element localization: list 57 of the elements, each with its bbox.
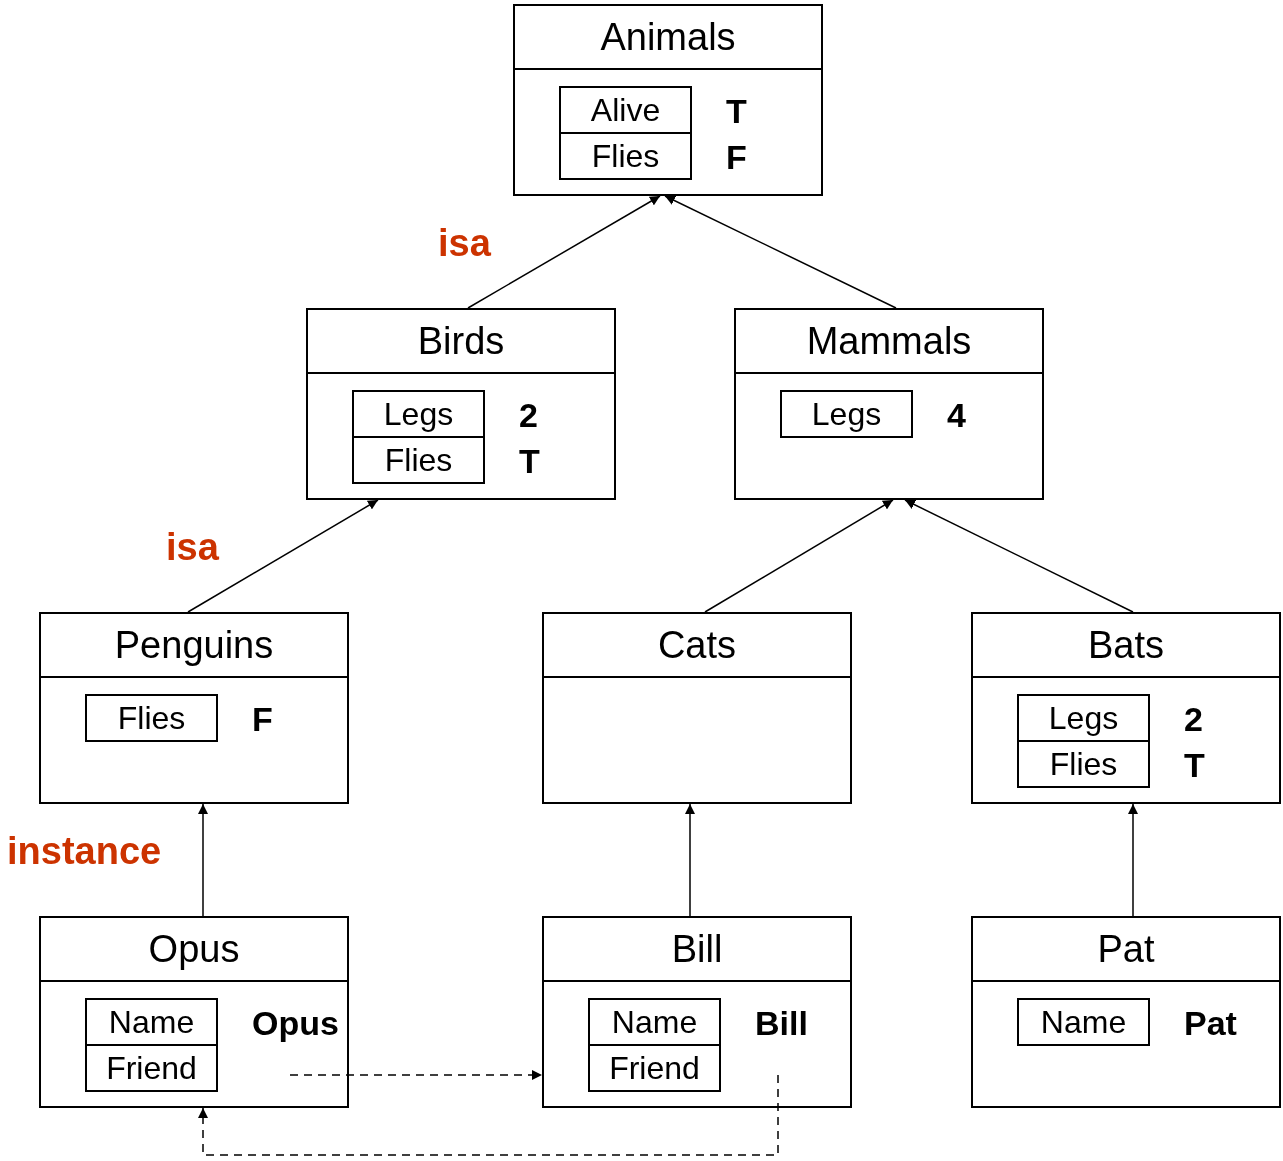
arrow xyxy=(685,803,695,917)
frame-title: Penguins xyxy=(114,626,274,664)
dashed-arrow xyxy=(198,1074,779,1156)
slot-value: F xyxy=(252,702,273,736)
frame-title: Pat xyxy=(1097,930,1155,968)
slot-value: 2 xyxy=(1184,702,1203,736)
arrow xyxy=(1128,803,1138,917)
slot-name: Legs xyxy=(383,398,454,430)
slot-name: Flies xyxy=(591,140,660,172)
slot-value: Bill xyxy=(755,1006,808,1040)
slot-value: 4 xyxy=(947,398,966,432)
frame-title: Cats xyxy=(657,626,737,664)
slot-value: T xyxy=(519,444,540,478)
slot-box xyxy=(588,1044,721,1092)
frame-title: Birds xyxy=(417,322,505,360)
slot-name: Name xyxy=(1040,1006,1127,1038)
frame-title: Opus xyxy=(148,930,240,968)
slot-value: Pat xyxy=(1184,1006,1237,1040)
edge-label: isa xyxy=(166,528,219,566)
slot-name: Legs xyxy=(811,398,882,430)
edge-label: instance xyxy=(7,832,162,870)
frame-box xyxy=(306,308,616,500)
slot-value: Opus xyxy=(252,1006,339,1040)
frame-box xyxy=(39,612,349,804)
slot-box xyxy=(85,1044,218,1092)
frame-title: Mammals xyxy=(806,322,972,360)
slot-value: T xyxy=(726,94,747,128)
slot-name: Alive xyxy=(590,94,661,126)
frame-box xyxy=(542,612,852,804)
slot-name: Name xyxy=(611,1006,698,1038)
frame-title: Bill xyxy=(671,930,723,968)
arrow xyxy=(187,499,379,613)
slot-value: T xyxy=(1184,748,1205,782)
frame-box xyxy=(39,916,349,1108)
frame-title: Bats xyxy=(1087,626,1164,664)
slot-name: Flies xyxy=(117,702,186,734)
slot-name: Name xyxy=(108,1006,195,1038)
slot-name: Legs xyxy=(1048,702,1119,734)
arrow xyxy=(467,195,661,309)
frame-box xyxy=(971,612,1281,804)
slot-name: Friend xyxy=(609,1052,700,1084)
frame-box xyxy=(971,916,1281,1108)
slot-name: Friend xyxy=(106,1052,197,1084)
frame-box xyxy=(542,916,852,1108)
arrow xyxy=(704,499,894,613)
dashed-arrow xyxy=(289,1070,543,1080)
arrow xyxy=(904,499,1134,613)
arrow xyxy=(198,803,208,917)
frame-title: Animals xyxy=(600,18,736,56)
edge-label: isa xyxy=(438,224,491,262)
slot-value: 2 xyxy=(519,398,538,432)
frame-box xyxy=(734,308,1044,500)
slot-value: F xyxy=(726,140,747,174)
slot-name: Flies xyxy=(384,444,453,476)
slot-name: Flies xyxy=(1049,748,1118,780)
frame-box xyxy=(513,4,823,196)
arrow xyxy=(664,195,897,309)
